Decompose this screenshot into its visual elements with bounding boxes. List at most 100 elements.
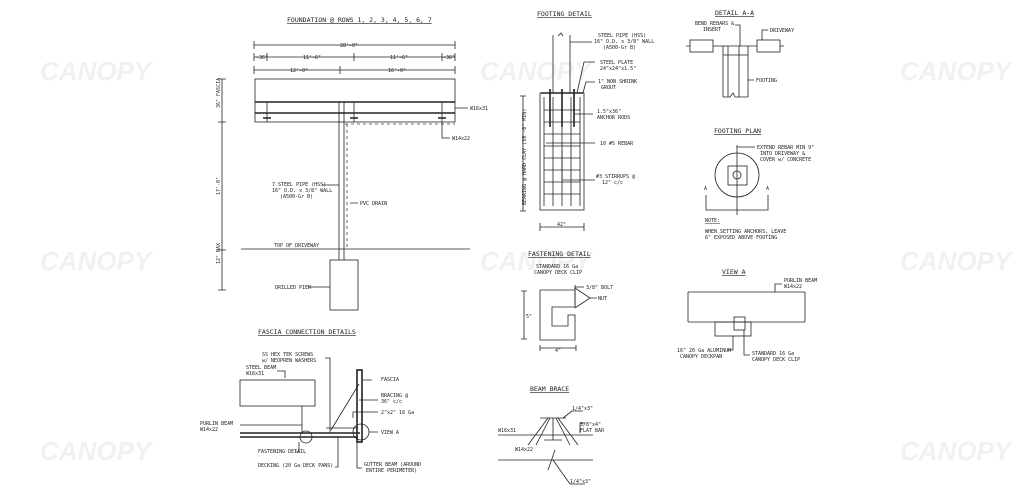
fascia-labels-gutter-1-label: GUTTER BEAM (AROUND <box>364 462 421 468</box>
fascia-labels-decking-label: DECKING (20 Ga DECK PANS) <box>258 463 333 469</box>
drawing-linework <box>322 184 358 204</box>
foundation-dims-left-edge-label: -36" <box>256 55 268 61</box>
view-a-labels-purlin-1-label: PURLIN BEAM <box>784 278 817 284</box>
detail-aa-labels-bend-1-label: BEND REBARS & <box>695 21 734 27</box>
detail-a-a: DETAIL A-A BEND REBARS & INSERT DRIVEWAY… <box>686 9 794 98</box>
view-a-labels-deck-2-label: CANOPY DECKPAN <box>680 354 722 360</box>
foundation-labels-pipe-3-label: (A500-Gr B) <box>280 194 313 200</box>
drawing-linework <box>733 316 746 331</box>
drawing-linework <box>266 102 443 122</box>
fascia-labels-view-label: VIEW A <box>381 430 399 436</box>
view-a-title: VIEW A <box>722 268 746 276</box>
beam-brace-labels-flat-2-label: FLAT BAR <box>580 428 605 434</box>
beam-brace-title: BEAM BRACE <box>530 385 569 393</box>
beam-brace: BEAM BRACE 1/4"x3" 1/4"x3" 3/8"x4" FLAT … <box>498 385 605 485</box>
beam-brace-labels-w16-label: W16x31 <box>498 428 516 434</box>
detail-aa-labels-driveway-label: DRIVEWAY <box>770 28 794 34</box>
fascia-labels-purlin-2-label: W14x22 <box>200 427 218 433</box>
watermark-label: CANOPY <box>480 246 594 276</box>
fascia-labels-beam-1-label: STEEL BEAM <box>246 365 276 371</box>
foundation-dims-right-edge-label: -36" <box>443 55 455 61</box>
fastening-labels-std-1-label: STANDARD 16 Ga <box>536 264 578 270</box>
footing-detail: FOOTING DETAIL STEEL PIPE (HSS) 16" O.D.… <box>520 10 654 231</box>
view-a-labels-deck-1-label: 16" 20 Ga ALUMINUM <box>677 348 731 354</box>
foundation-labels-pipe-2-label: 16" O.D. x 3/8" WALL <box>272 188 332 194</box>
footing-detail-labels-rods-1-label: 1.5"x36" <box>597 109 621 115</box>
view-a-labels-clip-2-label: CANOPY DECK CLIP <box>752 357 800 363</box>
fascia-labels-angle-label: 2"x2" 16 Ga <box>381 410 414 416</box>
drawing-linework <box>539 223 585 231</box>
fastening-labels-height-label: 5" <box>526 314 532 320</box>
fascia-title: FASCIA CONNECTION DETAILS <box>258 328 356 336</box>
foundation-labels-pier-label: DRILLED PIER <box>275 285 312 291</box>
footing-detail-labels-width-label: 42" <box>557 222 566 228</box>
beam-brace-labels-w14-label: W14x22 <box>515 447 533 453</box>
footing-detail-labels-bearing-label: BEARING @ HARD CLAY (10'-0" MIN) <box>522 109 528 205</box>
drawing-linework <box>239 379 316 407</box>
foundation-dims-span-left-label: 12'-0" <box>290 68 308 74</box>
foundation-labels-w14-label: W14x22 <box>452 136 470 142</box>
fascia-connection-details: FASCIA CONNECTION DETAILS SS HEX TEK SCR… <box>200 328 421 474</box>
drawing-linework <box>546 41 595 181</box>
footing-detail-labels-plate-1-label: STEEL PLATE <box>600 60 633 66</box>
fastening-labels-nut-label: NUT <box>598 296 607 302</box>
footing-plan-note-title-label: NOTE: <box>705 218 720 224</box>
footing-detail-labels-pipe-3-label: (A500-Gr B) <box>603 45 636 51</box>
footing-plan-labels-a-left-label: A <box>704 186 707 192</box>
footing-plan-title: FOOTING PLAN <box>714 127 761 135</box>
drawing-linework <box>352 423 370 441</box>
drawing-linework <box>735 24 768 81</box>
drawing-linework <box>218 78 226 291</box>
drawing-linework <box>255 101 455 114</box>
drawing-linework <box>338 102 345 260</box>
watermark-label: CANOPY <box>480 56 594 86</box>
foundation-title: FOUNDATION @ ROWS 1, 2, 3, 4, 5, 6, 7 <box>287 16 432 24</box>
view-a: VIEW A PURLIN BEAM W14x22 16" 20 Ga ALUM… <box>677 268 817 363</box>
drawing-linework <box>547 410 585 485</box>
fascia-labels-purlin-1-label: PURLIN BEAM <box>200 421 233 427</box>
footing-plan-labels-extend-3-label: COVER w/ CONCRETE <box>760 157 811 163</box>
drawing-linework <box>574 285 597 309</box>
foundation-dims-mid-right-label: 11'-6" <box>390 55 408 61</box>
foundation-labels-drain-label: PVC DRAIN <box>360 201 387 207</box>
drawing-linework <box>705 145 769 215</box>
beam-brace-labels-flat-1-label: 3/8"x4" <box>580 422 601 428</box>
foundation-dims-overall-label: 28'-0" <box>340 43 358 49</box>
foundation-dims-mid-left-label: 11'-6" <box>303 55 321 61</box>
drawing-linework <box>541 89 583 127</box>
fastening-labels-std-2-label: CANOPY DECK CLIP <box>534 270 582 276</box>
foundation-dims-span-right-label: 16'-0" <box>388 68 406 74</box>
fascia-labels-screws-2-label: w/ NEOPREN WASHERS <box>262 358 316 364</box>
foundation-labels-driveway-label: TOP OF DRIVEWAY <box>274 243 319 249</box>
detail-aa-title: DETAIL A-A <box>715 9 754 17</box>
foundation-dims-height-label: 17'-0" <box>216 177 222 195</box>
footing-detail-labels-pipe-2-label: 16" O.D. x 3/8" WALL <box>594 39 654 45</box>
drawing-linework <box>441 107 468 139</box>
drawing-linework <box>356 369 363 443</box>
drawing-linework <box>498 417 593 461</box>
foundation-elevation: FOUNDATION @ ROWS 1, 2, 3, 4, 5, 6, 7 28… <box>216 16 488 311</box>
fascia-labels-gutter-2-label: ENTIRE PERIMETER) <box>366 468 417 474</box>
beam-brace-labels-weld-bot-label: 1/4"x3" <box>570 479 591 485</box>
fastening-labels-width-label: 4" <box>555 348 561 354</box>
drawing-linework <box>756 39 781 53</box>
drawing-linework <box>689 39 714 53</box>
drawing-linework <box>325 357 360 433</box>
foundation-labels-pipe-1-label: 7 STEEL PIPE (HSS) <box>272 182 326 188</box>
footing-plan-labels-a-right-label: A <box>766 186 769 192</box>
foundation-dims-fascia-label: 36" FASCIA <box>216 78 222 108</box>
foundation-dims-max-label: 12" MAX <box>216 243 222 264</box>
watermark-label: CANOPY <box>40 246 154 276</box>
drawing-linework <box>254 78 456 123</box>
footing-detail-labels-stirrups-1-label: #3 STIRRUPS @ <box>596 174 635 180</box>
footing-plan: FOOTING PLAN EXTEND REBAR MIN 9" INTO DR… <box>704 127 814 241</box>
footing-detail-labels-rebar-label: 10 #5 REBAR <box>600 141 634 147</box>
drawing-linework <box>539 289 576 341</box>
footing-detail-labels-stirrups-2-label: 12" c/c <box>602 180 623 186</box>
drawing-linework <box>727 165 748 186</box>
drawing-linework <box>520 95 526 212</box>
footing-plan-note-2-label: 6" EXPOSED ABOVE FOOTING <box>705 235 777 241</box>
detail-aa-labels-footing-label: FOOTING <box>756 78 777 84</box>
watermark-label: CANOPY <box>40 56 154 86</box>
